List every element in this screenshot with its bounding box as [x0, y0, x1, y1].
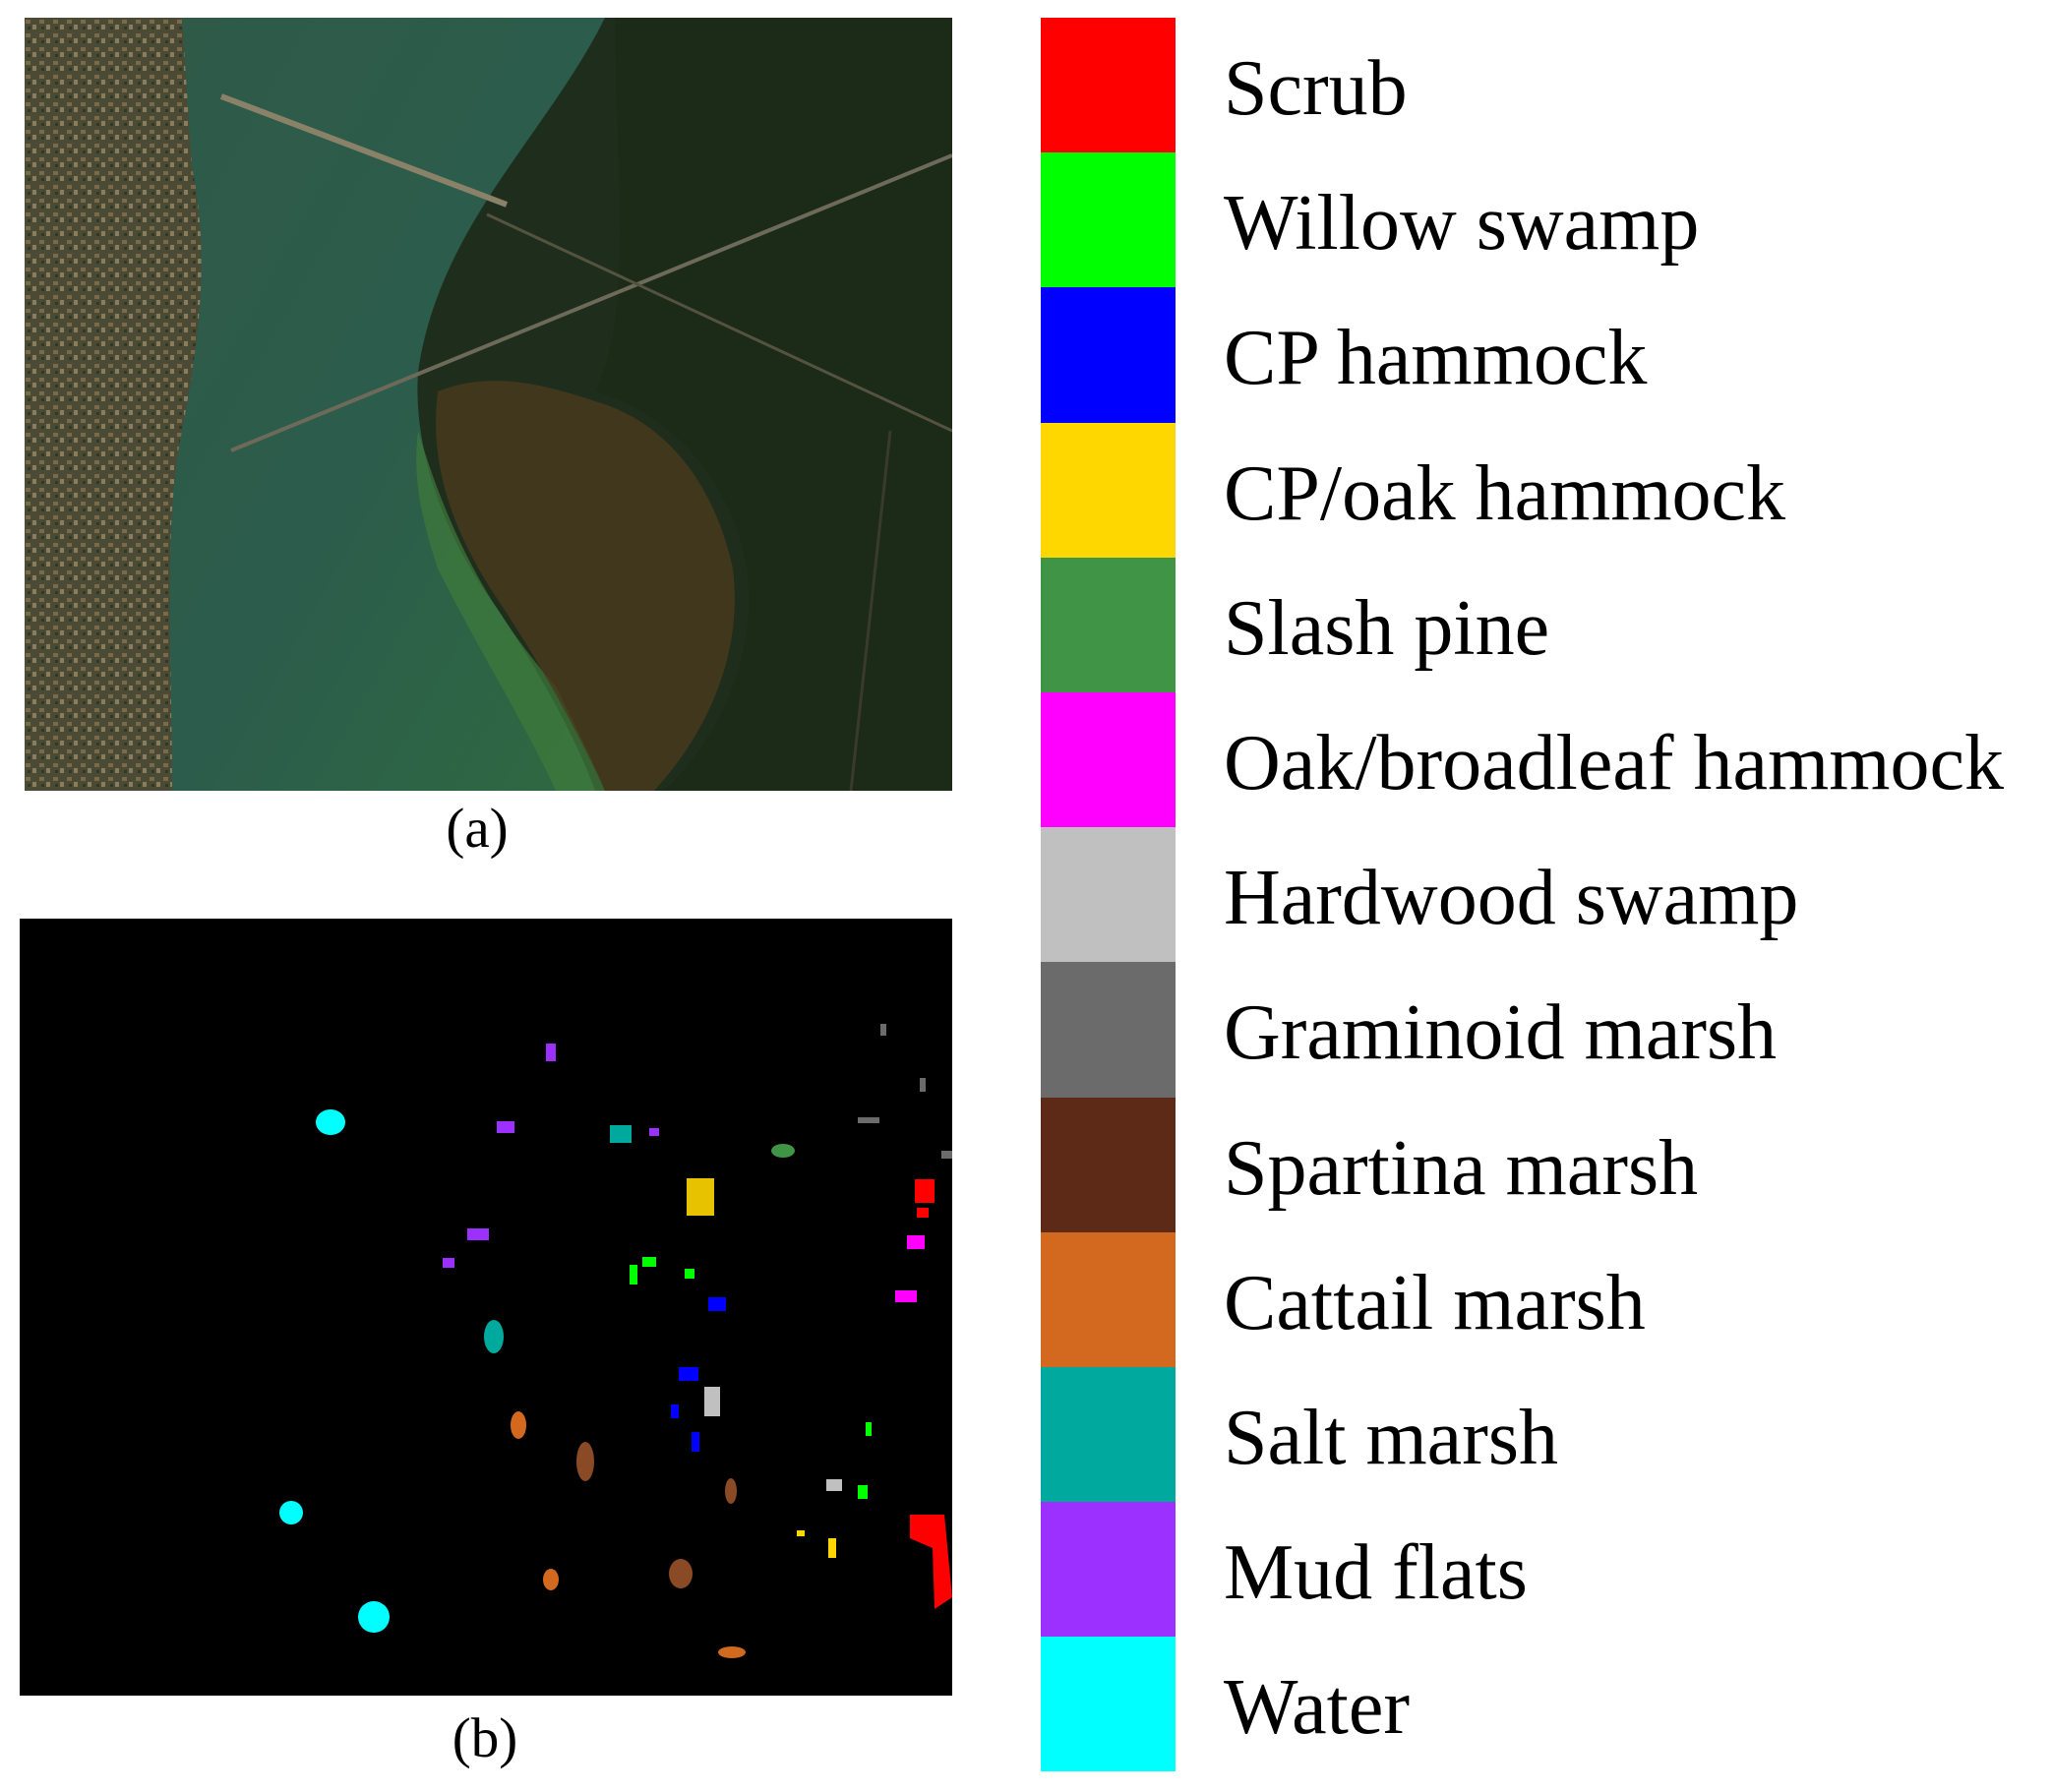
legend-swatch: [1041, 287, 1176, 423]
legend-label: Water: [1224, 1664, 1410, 1752]
panel-b-caption: (b): [452, 1707, 518, 1769]
legend-label: Cattail marsh: [1224, 1259, 1646, 1346]
legend-label: Graminoid marsh: [1224, 989, 1778, 1077]
legend-swatch: [1041, 1231, 1176, 1367]
legend-label: Spartina marsh: [1224, 1124, 1699, 1212]
legend-label: Slash pine: [1224, 584, 1550, 672]
legend-swatch: [1041, 422, 1176, 558]
legend-swatch: [1041, 1366, 1176, 1503]
panel-a-caption: (a): [446, 798, 509, 860]
legend-swatch: [1041, 1097, 1176, 1232]
legend-label: Salt marsh: [1224, 1394, 1558, 1481]
legend-swatch: [1041, 18, 1176, 153]
legend-label: Willow swamp: [1224, 180, 1700, 268]
satellite-image: [25, 18, 953, 792]
legend-swatch: [1041, 1637, 1176, 1772]
legend-label: CP hammock: [1224, 315, 1648, 402]
legend-swatch: [1041, 1502, 1176, 1638]
legend-swatch: [1041, 962, 1176, 1098]
legend-label: Oak/broadleaf hammock: [1224, 719, 2005, 806]
ground-truth-map: [20, 919, 952, 1696]
legend-label: CP/oak hammock: [1224, 449, 1786, 537]
legend-swatch: [1041, 691, 1176, 828]
legend-label: Hardwood swamp: [1224, 855, 1799, 942]
legend-swatch: [1041, 152, 1176, 288]
legend-swatch: [1041, 557, 1176, 692]
legend-swatch: [1041, 827, 1176, 963]
legend-label: Mud flats: [1224, 1529, 1528, 1617]
legend-label: Scrub: [1224, 45, 1408, 132]
